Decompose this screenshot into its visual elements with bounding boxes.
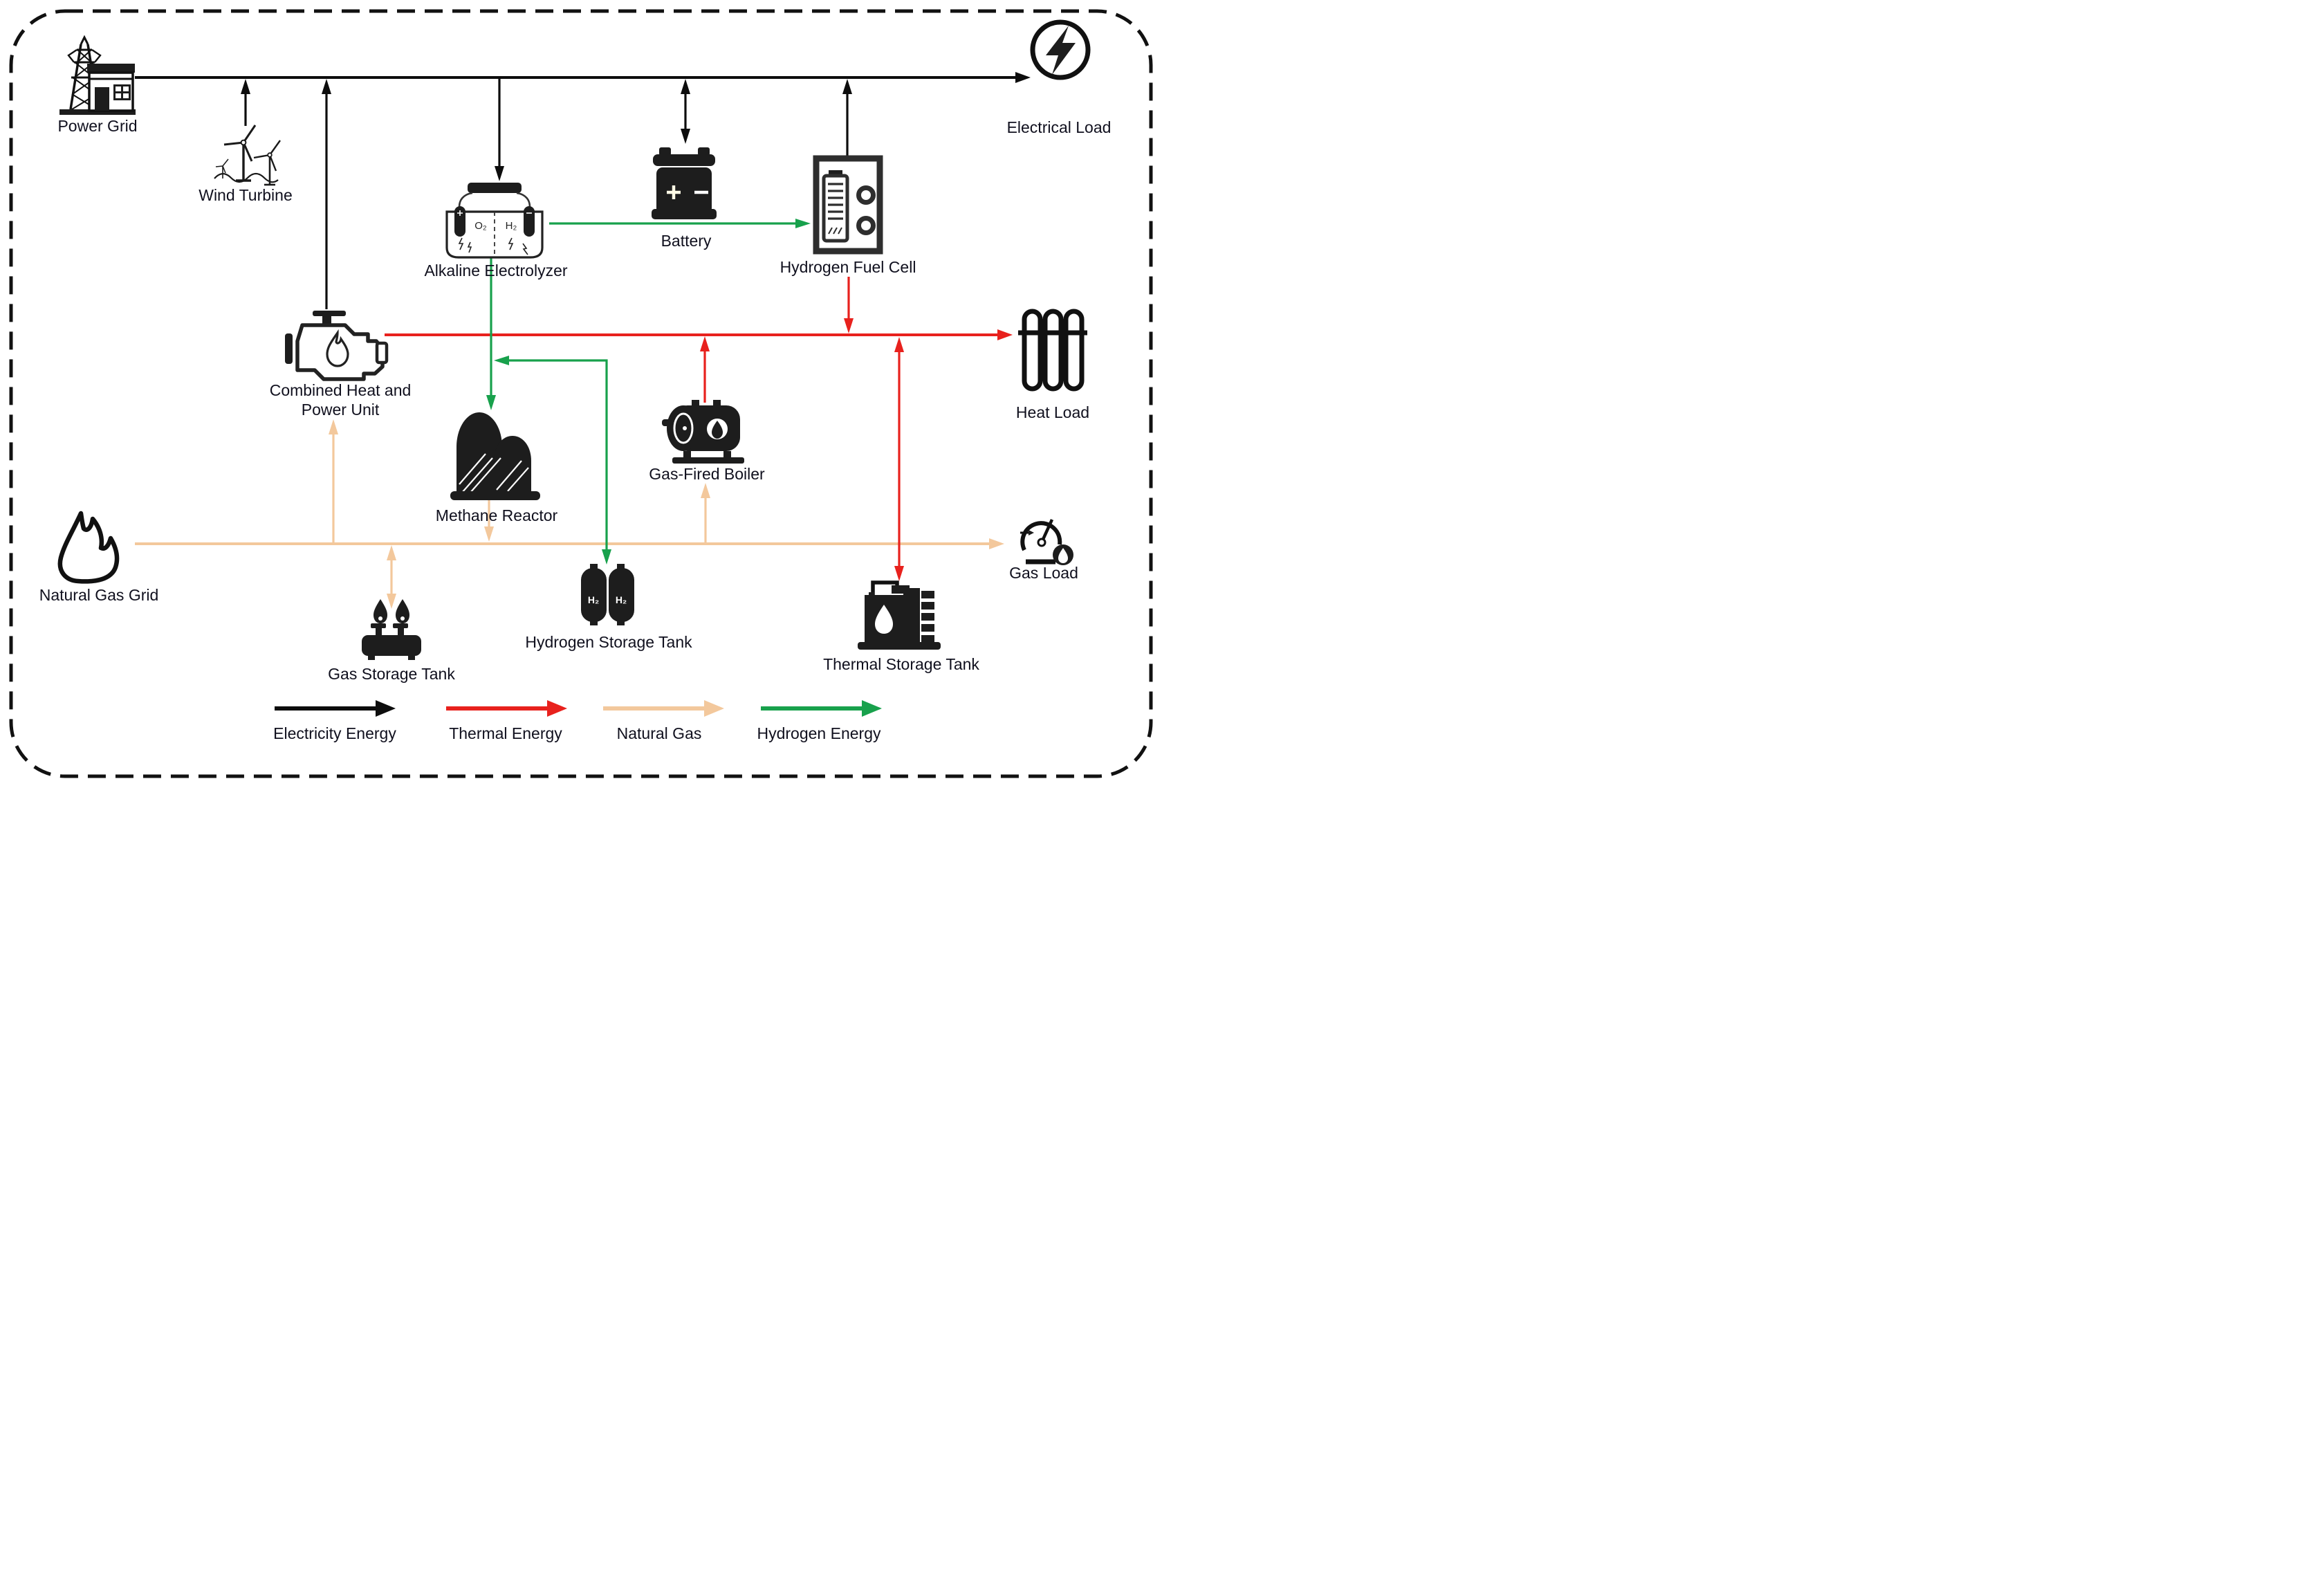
- gas-load-icon: [1020, 519, 1073, 565]
- methane-to-gasbus-arrow: [484, 500, 494, 542]
- wind-to-bus-arrow: [241, 79, 250, 126]
- bus-to-electrolyzer-arrow: [495, 79, 504, 181]
- legend-electricity-arrow: [275, 700, 396, 717]
- boiler-heat-arrow: [700, 336, 710, 403]
- thermal-bus: [385, 329, 1013, 340]
- gas-fired-boiler-label: Gas-Fired Boiler: [649, 465, 765, 483]
- gas-storage-tank-icon: [362, 599, 421, 660]
- diagram-border: [9, 9, 1153, 778]
- h2-tank-b-label: H₂: [616, 594, 627, 605]
- battery-bus-bidirectional-arrow: [681, 79, 690, 144]
- battery-icon: [652, 147, 717, 219]
- legend-gas-label: Natural Gas: [617, 724, 702, 742]
- gas-storage-bidirectional-arrow: [387, 545, 396, 609]
- wind-turbine-icon: [214, 125, 281, 186]
- chp-label-line1: Combined Heat and: [270, 381, 412, 399]
- natural-gas-grid-label: Natural Gas Grid: [39, 586, 159, 604]
- legend-gas-arrow: [603, 700, 724, 717]
- hydrogen-storage-link: [494, 356, 611, 565]
- fuelcell-heat-arrow: [844, 277, 854, 333]
- gas-to-boiler-arrow: [701, 483, 710, 544]
- legend-thermal-arrow: [446, 700, 567, 717]
- thermal-storage-tank-label: Thermal Storage Tank: [823, 655, 979, 673]
- gas-storage-tank-label: Gas Storage Tank: [328, 665, 455, 683]
- electrolyzer-o2-label: O₂: [474, 220, 487, 232]
- heat-load-icon: [1018, 309, 1087, 392]
- thermal-storage-tank-icon: [858, 580, 941, 650]
- chp-label-line2: Power Unit: [302, 401, 380, 419]
- wind-turbine-label: Wind Turbine: [199, 186, 293, 204]
- h2-tank-a-label: H₂: [588, 594, 599, 605]
- hydrogen-fuel-cell-label: Hydrogen Fuel Cell: [780, 258, 916, 276]
- thermal-storage-bidirectional-arrow: [894, 337, 904, 581]
- legend: Electricity Energy Thermal Energy Natura…: [273, 700, 882, 742]
- electrical-load-icon: [1030, 19, 1091, 80]
- power-grid-icon: [59, 35, 136, 115]
- electrolyzer-h2-label: H₂: [506, 220, 517, 232]
- methane-reactor-label: Methane Reactor: [436, 506, 558, 524]
- gas-load-label: Gas Load: [1009, 564, 1078, 582]
- electrolyzer-to-methane-arrow: [486, 257, 496, 410]
- alkaline-electrolyzer-icon: O₂ H₂: [445, 183, 544, 259]
- natural-gas-grid-icon: [57, 511, 120, 584]
- legend-electricity-label: Electricity Energy: [273, 724, 396, 742]
- energy-system-diagram: Power Grid Wind Turbine O₂ H₂ Alkaline: [0, 0, 1162, 788]
- chp-unit-icon: [285, 311, 389, 381]
- natural-gas-bus: [135, 538, 1004, 549]
- hydrogen-storage-tank-label: Hydrogen Storage Tank: [525, 633, 692, 651]
- fuelcell-to-bus-arrow: [842, 79, 852, 156]
- heat-load-label: Heat Load: [1016, 403, 1089, 421]
- battery-plus-sign: [667, 185, 681, 199]
- legend-thermal-label: Thermal Energy: [449, 724, 562, 742]
- hydrogen-storage-tank-icon: H₂ H₂: [581, 564, 634, 625]
- electrolyzer-to-fuelcell-arrow: [549, 219, 811, 228]
- gas-to-chp-arrow: [329, 419, 338, 544]
- chp-to-bus-arrow: [322, 79, 331, 309]
- alkaline-electrolyzer-label: Alkaline Electrolyzer: [424, 262, 567, 280]
- power-grid-label: Power Grid: [57, 117, 137, 135]
- gas-fired-boiler-icon: [662, 400, 744, 464]
- legend-hydrogen-label: Hydrogen Energy: [757, 724, 881, 742]
- battery-label: Battery: [661, 232, 712, 250]
- electricity-bus: [135, 72, 1031, 83]
- methane-reactor-icon: [450, 412, 540, 500]
- hydrogen-fuel-cell-icon: [813, 155, 883, 255]
- electrical-load-label: Electrical Load: [1007, 118, 1112, 136]
- legend-hydrogen-arrow: [761, 700, 882, 717]
